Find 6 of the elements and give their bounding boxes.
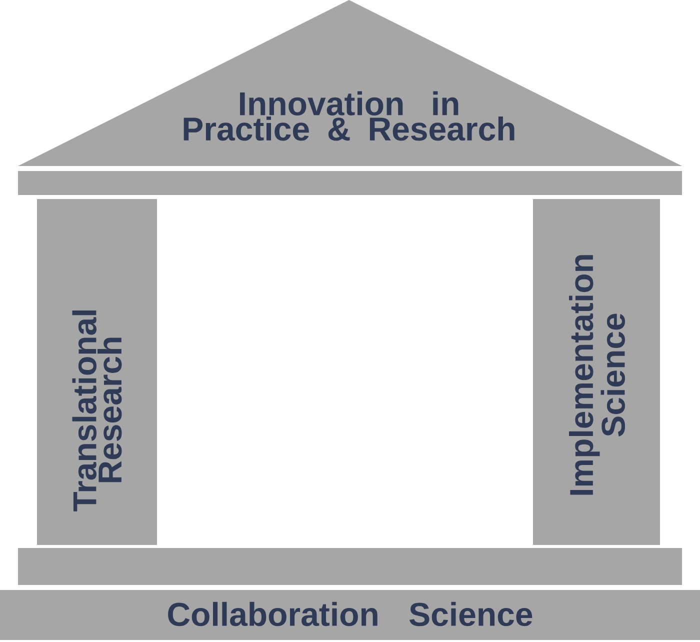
pillar: Translational Research	[37, 199, 157, 545]
foundation-base: Collaboration Science	[0, 590, 700, 640]
roof-triangle: Innovation in Practice & Research	[18, 0, 682, 166]
beam	[18, 171, 682, 195]
step	[18, 548, 682, 585]
pillar: Implementation Science	[533, 199, 660, 545]
